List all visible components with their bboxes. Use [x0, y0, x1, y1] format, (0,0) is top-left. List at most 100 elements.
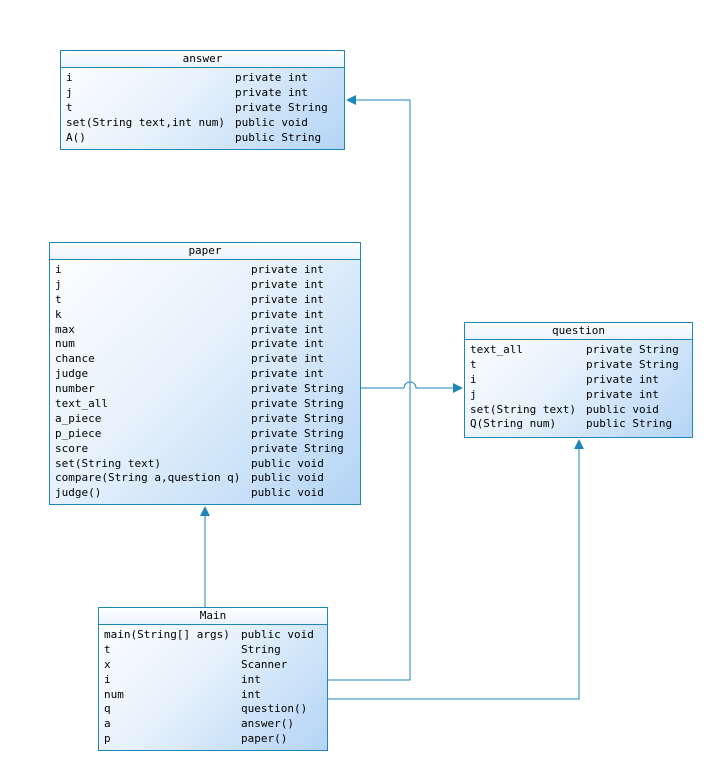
member-row: A() public String — [66, 131, 344, 146]
member-type: private String — [251, 397, 344, 411]
member-name: t — [55, 292, 62, 306]
member-row: i private int — [55, 263, 360, 278]
member-type: public void — [586, 402, 659, 416]
member-name: Q(String num) — [470, 417, 557, 431]
member-type: private int — [251, 352, 324, 366]
member-name: compare(String a,question q) — [55, 471, 241, 485]
member-type: private int — [251, 263, 324, 276]
member-name: text_all — [55, 397, 108, 411]
member-type: private String — [586, 343, 679, 356]
member-name: i — [470, 372, 477, 386]
member-name: set(String text,int num) — [66, 115, 225, 129]
member-type: public String — [235, 130, 322, 144]
member-type: int — [241, 672, 261, 686]
member-type: private int — [235, 71, 308, 84]
member-name: a — [104, 717, 111, 731]
member-type: private String — [251, 441, 344, 455]
member-row: set(String text) public void — [470, 403, 692, 418]
class-main[interactable]: Main main(String[] args) public void t Stri… — [98, 607, 328, 751]
member-name: judge() — [55, 486, 102, 500]
member-row: set(String text,int num) public void — [66, 116, 344, 131]
member-name: judge — [55, 367, 89, 381]
member-name: A() — [66, 130, 86, 144]
member-type: private int — [251, 277, 324, 291]
member-row: i int — [104, 673, 327, 688]
member-row: set(String text)public void — [55, 457, 360, 472]
member-name: a_piece — [55, 411, 102, 425]
class-title: Main — [99, 608, 327, 625]
member-row: p paper() — [104, 732, 327, 747]
member-name: t — [470, 357, 477, 371]
member-name: i — [66, 71, 73, 84]
member-name: i — [104, 672, 111, 686]
connector-paper-to-question — [361, 381, 463, 393]
member-type: public void — [251, 471, 324, 485]
member-type: private int — [586, 372, 659, 386]
member-row: k private int — [55, 308, 360, 323]
member-name: k — [55, 307, 62, 321]
member-name: t — [104, 642, 111, 656]
member-name: number — [55, 382, 95, 396]
member-type: private int — [586, 387, 659, 401]
member-type: private int — [235, 85, 308, 99]
member-name: j — [470, 387, 477, 401]
member-name: num — [104, 687, 124, 701]
member-type: public void — [251, 486, 324, 500]
member-type: answer() — [241, 717, 294, 731]
member-type: private int — [251, 292, 324, 306]
member-row: Q(String num) public String — [470, 417, 692, 432]
member-row: score private String — [55, 442, 360, 457]
member-name: max — [55, 322, 75, 336]
member-type: public void — [251, 456, 324, 470]
member-row: t private String — [66, 101, 344, 116]
member-type: private int — [251, 307, 324, 321]
member-type: public void — [241, 628, 314, 641]
member-name: t — [66, 100, 73, 114]
member-name: x — [104, 657, 111, 671]
member-row: j private int — [470, 388, 692, 403]
class-title: question — [465, 323, 692, 340]
connector-main-to-question — [328, 439, 584, 700]
member-type: question() — [241, 702, 308, 716]
member-row: judge() public void — [55, 486, 360, 501]
member-row: i private int — [470, 373, 692, 388]
member-type: public String — [586, 417, 673, 431]
member-name: main(String[] args) — [104, 628, 230, 641]
member-type: private String — [586, 357, 679, 371]
member-row: t String — [104, 643, 327, 658]
member-name: text_all — [470, 343, 523, 356]
member-name: q — [104, 702, 111, 716]
member-name: score — [55, 441, 89, 455]
class-title: answer — [61, 51, 344, 68]
member-row: a answer() — [104, 717, 327, 732]
member-name: chance — [55, 352, 95, 366]
member-row: main(String[] args) public void — [104, 628, 327, 643]
member-row: text_all private String — [470, 343, 692, 358]
member-row: text_all private String — [55, 397, 360, 412]
member-type: paper() — [241, 732, 288, 746]
member-name: set(String text) — [470, 402, 576, 416]
member-name: p — [104, 732, 111, 746]
member-name: p_piece — [55, 426, 102, 440]
class-title: paper — [50, 243, 360, 260]
member-type: private int — [251, 337, 324, 351]
member-name: i — [55, 263, 62, 276]
member-type: String — [241, 642, 281, 656]
member-type: private String — [235, 100, 328, 114]
member-type: public void — [235, 115, 308, 129]
